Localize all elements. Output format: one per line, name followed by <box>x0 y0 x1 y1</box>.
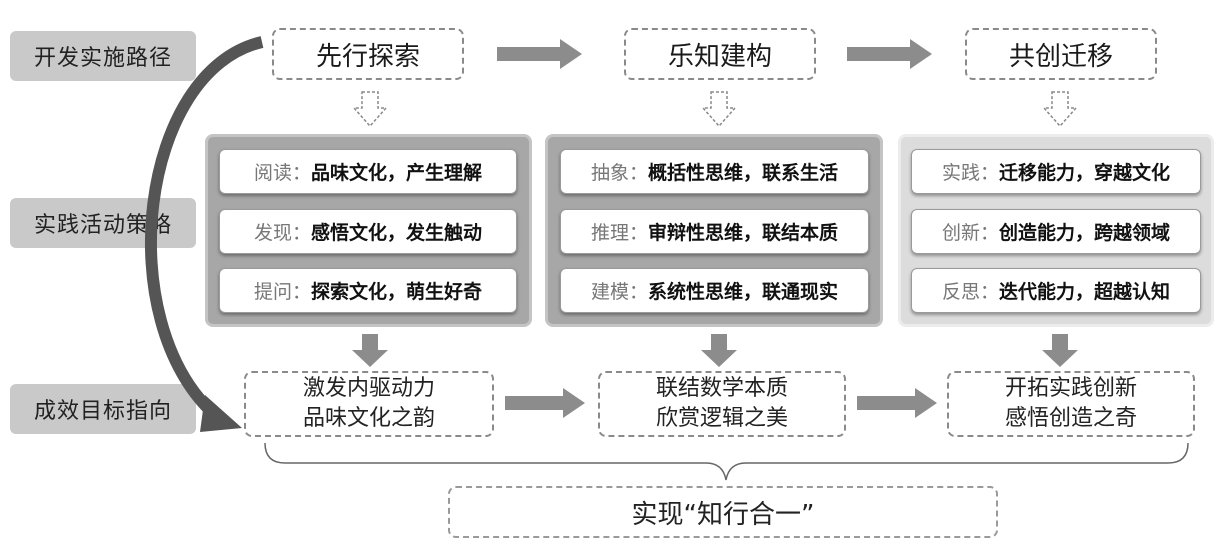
strategy-item: 创新：创造能力，跨越领域 <box>911 209 1201 254</box>
strategy-item: 推理：审辩性思维，联结本质 <box>560 209 869 254</box>
strategy-value: 创造能力，跨越领域 <box>999 222 1171 244</box>
goal-box-3: 开拓实践创新 感悟创造之奇 <box>947 371 1195 437</box>
bottom-brace <box>264 442 1189 481</box>
goal-box-1: 激发内驱动力 品味文化之韵 <box>244 371 494 437</box>
strategy-value: 系统性思维，联通现实 <box>648 281 839 303</box>
label-development-path: 开发实施路径 <box>10 31 196 81</box>
strategy-key: 建模： <box>590 281 648 303</box>
goal-line: 感悟创造之奇 <box>1004 406 1137 431</box>
strategy-item: 阅读：品味文化，产生理解 <box>219 149 517 194</box>
goal-arrow-1 <box>505 388 585 418</box>
strategy-item: 抽象：概括性思维，联系生活 <box>560 149 869 194</box>
curved-arrow-head <box>200 395 242 432</box>
goal-line: 激发内驱动力 <box>302 376 435 401</box>
strategy-value: 感悟文化，发生触动 <box>311 222 483 244</box>
goal-line: 开拓实践创新 <box>1004 376 1137 401</box>
strategy-key: 实践： <box>941 162 999 184</box>
solid-down-arrow-2 <box>701 334 737 367</box>
dashed-down-arrow-3 <box>1042 91 1078 128</box>
strategy-key: 反思： <box>941 281 999 303</box>
dashed-down-arrow-2 <box>701 91 737 128</box>
strategy-key: 抽象： <box>590 162 648 184</box>
solid-down-arrow-1 <box>352 334 388 367</box>
goal-line: 品味文化之韵 <box>302 406 435 431</box>
strategy-item: 反思：迭代能力，超越认知 <box>911 268 1201 313</box>
strategy-value: 迭代能力，超越认知 <box>999 281 1171 303</box>
stage-arrows <box>497 39 937 418</box>
strategy-value: 探索文化，萌生好奇 <box>311 281 483 303</box>
goal-arrow-2 <box>857 388 937 418</box>
goal-line: 欣赏逻辑之美 <box>655 406 788 431</box>
strategy-value: 审辩性思维，联结本质 <box>648 222 839 244</box>
strategy-value: 迁移能力，穿越文化 <box>999 162 1171 184</box>
dashed-down-arrow-1 <box>352 91 388 128</box>
strategy-value: 品味文化，产生理解 <box>311 162 483 184</box>
strategy-value: 概括性思维，联系生活 <box>648 162 839 184</box>
solid-down-arrow-3 <box>1042 334 1078 367</box>
final-goal-box: 实现“知行合一” <box>448 486 998 538</box>
strategy-item: 建模：系统性思维，联通现实 <box>560 268 869 313</box>
strategy-key: 创新： <box>941 222 999 244</box>
stage-arrow-1 <box>497 39 582 69</box>
strategy-item: 提问：探索文化，萌生好奇 <box>219 268 517 313</box>
goal-box-2: 联结数学本质 欣赏逻辑之美 <box>598 371 846 437</box>
goal-line: 联结数学本质 <box>655 376 788 401</box>
strategy-key: 推理： <box>590 222 648 244</box>
solid-down-arrows <box>352 334 1078 367</box>
dashed-down-arrows <box>352 91 1078 128</box>
strategy-item: 实践：迁移能力，穿越文化 <box>911 149 1201 194</box>
strategy-key: 提问： <box>253 281 311 303</box>
stage-construct: 乐知建构 <box>624 28 816 80</box>
stage-explore: 先行探索 <box>272 28 464 80</box>
label-outcome-goal: 成效目标指向 <box>10 384 196 434</box>
strategy-key: 发现： <box>253 222 311 244</box>
curved-flow-arrow <box>145 36 264 420</box>
strategy-key: 阅读： <box>253 162 311 184</box>
stage-transfer: 共创迁移 <box>965 28 1157 80</box>
strategy-item: 发现：感悟文化，发生触动 <box>219 209 517 254</box>
stage-arrow-2 <box>847 39 932 69</box>
